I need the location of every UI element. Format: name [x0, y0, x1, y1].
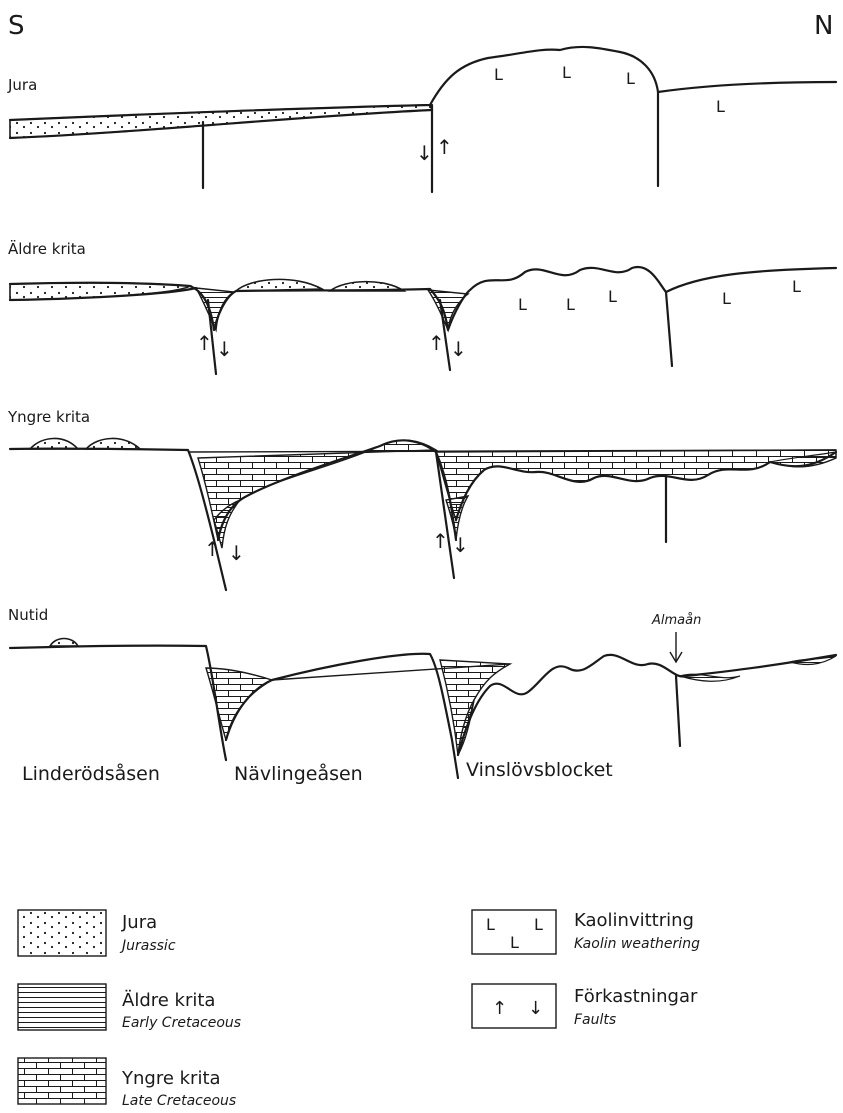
- fault-arrow-down: ↓: [528, 998, 543, 1019]
- profile-jura: Jura ↓ ↑ L L L L: [7, 47, 836, 192]
- late-cretaceous-fill: [198, 440, 436, 540]
- block-label-linderodsasen: Linderödsåsen: [22, 762, 160, 785]
- jurassic-layer: [236, 279, 322, 291]
- almaan-label: Almaån: [651, 613, 701, 628]
- profile-yngre-krita: Yngre krita ↑ ↓ ↑ ↓: [7, 408, 836, 590]
- kaolin-mark: L: [486, 915, 495, 934]
- compass-south: S: [8, 11, 25, 41]
- block-label-vinslovsblocket: Vinslövsblocket: [466, 759, 613, 781]
- jurassic-layer: [50, 639, 78, 647]
- legend-item-yngre-krita: Yngre krita Late Cretaceous: [18, 1058, 236, 1109]
- kaolin-mark: L: [562, 63, 571, 82]
- jurassic-layer: [10, 105, 432, 138]
- fault-arrow-down: ↓: [452, 533, 469, 557]
- fault-arrow-down: ↓: [216, 337, 233, 361]
- surface-line-aldre-krita: [10, 267, 836, 330]
- legend-swatch-dots: [18, 910, 106, 956]
- legend-subtitle: Kaolin weathering: [574, 936, 700, 952]
- legend-title: Förkastningar: [574, 986, 698, 1007]
- surface-line-yngre-krita: [10, 449, 226, 590]
- kaolin-mark: L: [792, 277, 801, 296]
- legend: Jura Jurassic Äldre krita Early Cretaceo…: [18, 910, 700, 1109]
- legend-swatch-faults: [472, 984, 556, 1028]
- legend-item-jura: Jura Jurassic: [18, 910, 176, 956]
- fault-arrow-up: ↑: [428, 331, 445, 355]
- fault-arrow-up: ↑: [204, 537, 221, 561]
- fault-arrow-up: ↑: [432, 529, 449, 553]
- kaolin-mark: L: [494, 65, 503, 84]
- kaolin-mark: L: [566, 295, 575, 314]
- legend-title: Jura: [121, 912, 157, 933]
- kaolin-mark: L: [534, 915, 543, 934]
- fault-arrow-up: ↑: [196, 331, 213, 355]
- fault-arrow-up: ↑: [436, 135, 453, 159]
- kaolin-mark: L: [626, 69, 635, 88]
- kaolin-mark: L: [518, 295, 527, 314]
- legend-title: Yngre krita: [121, 1068, 221, 1089]
- fault-line: [676, 676, 680, 746]
- kaolin-mark: L: [716, 97, 725, 116]
- kaolin-mark: L: [608, 287, 617, 306]
- fault-line: [666, 292, 672, 366]
- surface-line-nutid: [10, 646, 226, 760]
- stage-label-jura: Jura: [7, 76, 37, 94]
- legend-swatch-lines: [18, 984, 106, 1030]
- block-label-navlingeasen: Nävlingeåsen: [234, 762, 363, 785]
- profile-nutid: Nutid Almaån Linderödsåsen Nävlingeåsen …: [8, 606, 836, 785]
- kaolin-mark: L: [722, 289, 731, 308]
- stage-label-nutid: Nutid: [8, 606, 48, 624]
- legend-title: Kaolinvittring: [574, 910, 694, 931]
- legend-item-aldre-krita: Äldre krita Early Cretaceous: [18, 984, 241, 1031]
- fault-arrow-down: ↓: [416, 141, 433, 165]
- stage-label-aldre-krita: Äldre krita: [8, 239, 86, 258]
- legend-subtitle: Jurassic: [119, 938, 176, 954]
- legend-item-kaolin: L L L Kaolinvittring Kaolin weathering: [472, 910, 700, 954]
- fault-arrow-down: ↓: [228, 541, 245, 565]
- legend-subtitle: Early Cretaceous: [122, 1015, 241, 1031]
- jurassic-layer: [86, 438, 140, 449]
- profile-aldre-krita: Äldre krita ↑ ↓ ↑ ↓ L L L L L: [8, 239, 836, 374]
- jurassic-layer: [30, 438, 78, 449]
- legend-subtitle: Faults: [574, 1012, 616, 1028]
- compass-north: N: [814, 11, 833, 41]
- legend-title: Äldre krita: [122, 990, 215, 1011]
- fault-arrow-down: ↓: [450, 337, 467, 361]
- fault-arrow-up: ↑: [492, 998, 507, 1019]
- stage-label-yngre-krita: Yngre krita: [7, 408, 90, 426]
- legend-swatch-bricks: [18, 1058, 106, 1104]
- kaolin-mark: L: [510, 933, 519, 952]
- legend-item-faults: ↑ ↓ Förkastningar Faults: [472, 984, 698, 1028]
- legend-subtitle: Late Cretaceous: [122, 1093, 236, 1109]
